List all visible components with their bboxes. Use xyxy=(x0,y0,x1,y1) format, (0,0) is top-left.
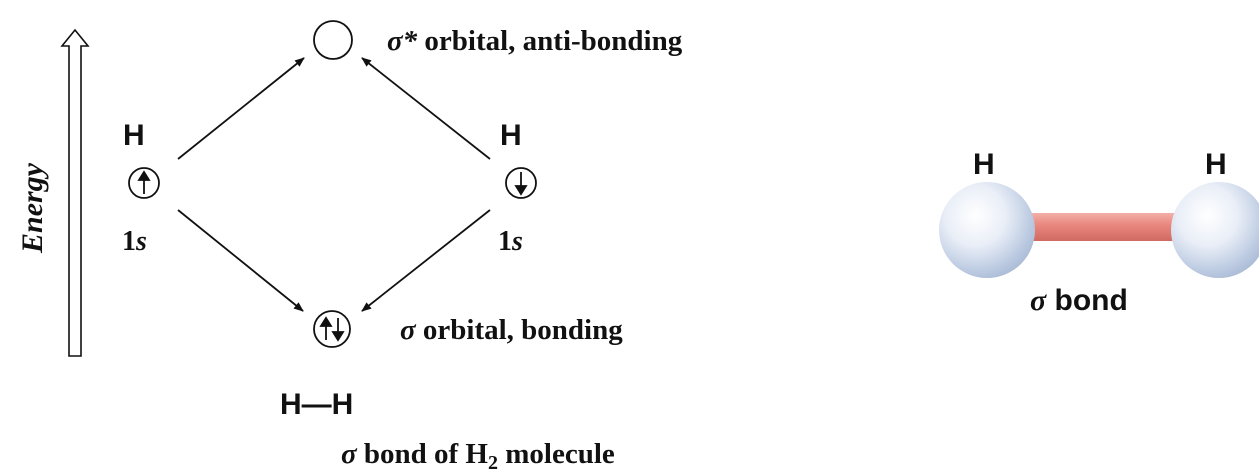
left-hydrogen-atom xyxy=(939,182,1035,278)
arrow-right-to-bonding xyxy=(361,209,491,312)
energy-axis-label: Energy xyxy=(16,162,49,254)
orbital-arrows xyxy=(177,57,491,312)
model-right-atom-label: H xyxy=(1205,148,1227,181)
molecule-formula: H—H xyxy=(280,388,353,421)
spin-pair-arrows-icon xyxy=(319,316,345,342)
antibonding-orbital: σ* orbital, anti-bonding xyxy=(313,20,683,60)
energy-axis: Energy xyxy=(16,28,90,357)
left-orbital-label: 1s xyxy=(122,226,147,257)
spin-up-arrow-icon xyxy=(137,170,151,194)
antibonding-orbital-label: σ* orbital, anti-bonding xyxy=(387,25,683,57)
energy-axis-arrow xyxy=(60,28,90,357)
bonding-orbital-label: σ orbital, bonding xyxy=(400,314,623,346)
h2-ball-and-stick-model: H H σ bond xyxy=(939,148,1259,317)
model-left-atom-label: H xyxy=(973,148,995,181)
molecule-caption: σ bond of H2 molecule xyxy=(341,438,615,474)
arrow-left-to-bonding xyxy=(177,209,304,312)
antibonding-orbital-circle xyxy=(313,20,353,60)
arrow-left-to-antibonding xyxy=(177,57,305,160)
bonding-orbital: σ orbital, bonding xyxy=(313,310,623,348)
model-bond-label: σ bond xyxy=(1030,284,1128,317)
bonding-orbital-circle xyxy=(313,310,351,348)
right-atomic-orbital: H 1s xyxy=(498,119,537,257)
right-hydrogen-atom xyxy=(1171,182,1259,278)
left-atomic-orbital: H 1s xyxy=(122,119,160,257)
left-atom-symbol: H xyxy=(123,119,145,152)
spin-down-arrow-icon xyxy=(514,172,528,196)
right-atom-symbol: H xyxy=(500,119,522,152)
right-orbital-label: 1s xyxy=(498,226,523,257)
arrow-right-to-antibonding xyxy=(361,57,491,160)
